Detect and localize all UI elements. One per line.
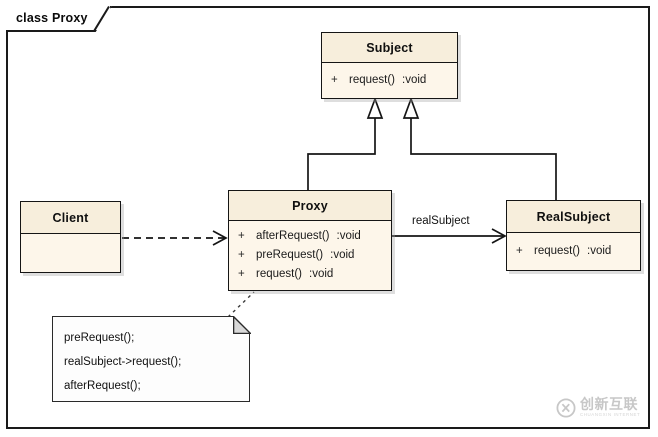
class-name-proxy: Proxy: [229, 191, 391, 221]
member-row: + request() :void: [507, 242, 640, 261]
association-label-realsubject: realSubject: [412, 215, 470, 227]
member-name: afterRequest(): [256, 230, 330, 242]
member-name: request(): [256, 268, 303, 280]
member-row: + afterRequest() :void: [229, 227, 391, 246]
visibility-marker: +: [238, 230, 245, 242]
class-box-proxy[interactable]: Proxy + afterRequest() :void + preReques…: [228, 190, 392, 291]
visibility-marker: +: [331, 74, 338, 86]
member-type: :void: [587, 245, 612, 257]
diagram-frame: [6, 6, 650, 429]
note-box[interactable]: preRequest(); realSubject->request(); af…: [52, 316, 250, 402]
cx-logo-icon: [556, 397, 576, 418]
diagram-frame-label-text: class Proxy: [16, 11, 88, 25]
class-name-client: Client: [21, 202, 120, 234]
visibility-marker: +: [516, 245, 523, 257]
watermark: 创新互联 CHUANGXIN INTERNET: [556, 397, 640, 418]
member-name: request(): [349, 74, 396, 86]
class-name-realsubject: RealSubject: [507, 201, 640, 233]
visibility-marker: +: [238, 268, 245, 280]
member-row: + preRequest() :void: [229, 246, 391, 265]
class-members-proxy: + afterRequest() :void + preRequest() :v…: [229, 221, 391, 290]
member-type: :void: [330, 249, 355, 261]
class-name-subject: Subject: [322, 33, 457, 63]
watermark-subtitle: CHUANGXIN INTERNET: [580, 412, 641, 417]
class-box-client[interactable]: Client: [20, 201, 121, 273]
class-box-realsubject[interactable]: RealSubject + request() :void: [506, 200, 641, 271]
class-box-subject[interactable]: Subject + request() :void: [321, 32, 458, 99]
note-line: afterRequest();: [64, 380, 141, 392]
class-members-client: [21, 234, 120, 272]
member-row: + request() :void: [229, 265, 391, 284]
note-line: preRequest();: [64, 332, 135, 344]
visibility-marker: +: [238, 249, 245, 261]
member-type: :void: [336, 230, 361, 242]
member-type: :void: [309, 268, 334, 280]
watermark-title: 创新互联: [580, 396, 638, 412]
member-name: request(): [534, 245, 581, 257]
class-members-subject: + request() :void: [322, 63, 457, 98]
member-name: preRequest(): [256, 249, 324, 261]
class-members-realsubject: + request() :void: [507, 233, 640, 270]
note-line: realSubject->request();: [64, 356, 182, 368]
diagram-frame-label: class Proxy: [6, 6, 112, 32]
member-row: + request() :void: [322, 71, 457, 90]
watermark-texts: 创新互联 CHUANGXIN INTERNET: [580, 397, 640, 418]
member-type: :void: [402, 74, 427, 86]
